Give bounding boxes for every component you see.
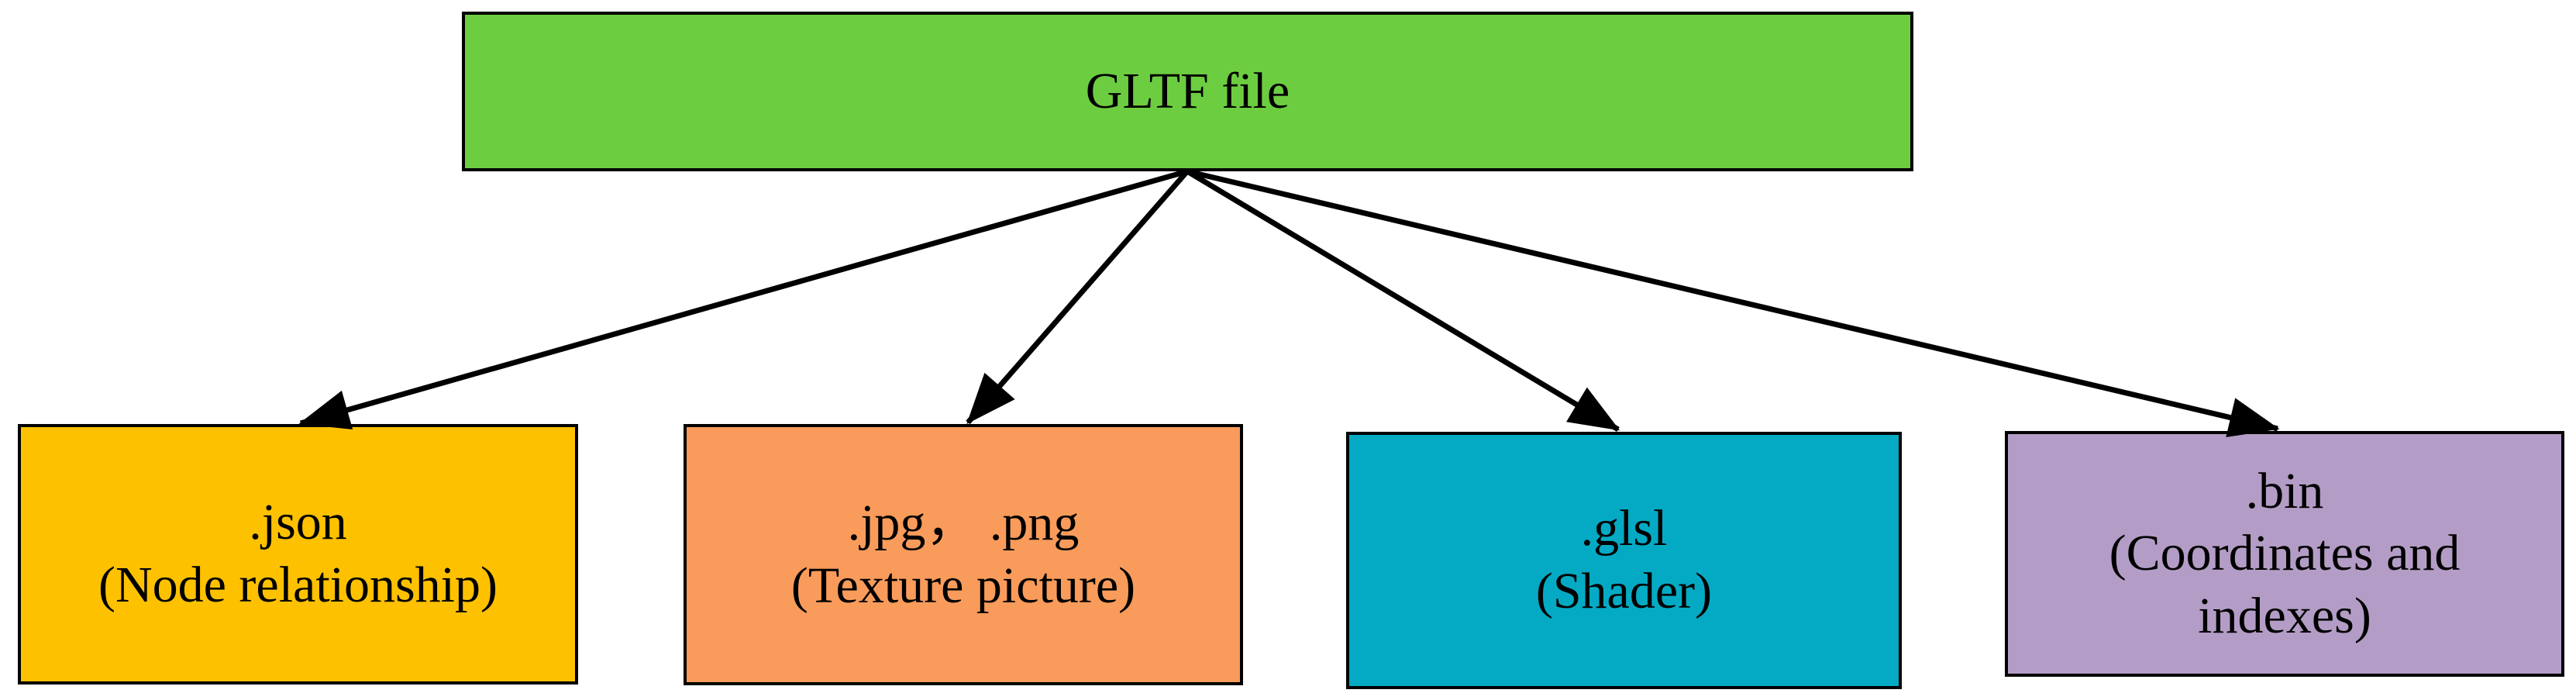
node-gltf-file-label: GLTF file [1085, 62, 1290, 119]
arrow-gltf-to-json [298, 168, 1188, 429]
node-bin: .bin (Coordinates and indexes) [2005, 431, 2564, 677]
node-glsl-label-line2: (Shader) [1535, 563, 1713, 619]
node-bin-label-line2: (Coordinates and [2109, 525, 2461, 582]
node-glsl: .glsl (Shader) [1346, 432, 1902, 689]
arrow-gltf-to-glsl [1186, 168, 1620, 433]
node-json: .json (Node relationship) [18, 424, 578, 684]
node-jpg-png-label-line2: (Texture picture) [790, 557, 1136, 614]
node-jpg-png: .jpg， .png (Texture picture) [684, 424, 1243, 685]
node-gltf-file: GLTF file [462, 12, 1913, 171]
node-json-label-line1: .json [249, 494, 347, 551]
node-bin-label-line3: indexes) [2198, 587, 2371, 644]
arrow-gltf-to-jpg-png [966, 169, 1190, 425]
node-json-label-line2: (Node relationship) [98, 557, 498, 613]
node-jpg-png-label-line1: .jpg， .png [847, 494, 1080, 551]
node-bin-label-line1: .bin [2245, 462, 2324, 519]
node-glsl-label-line1: .glsl [1580, 500, 1668, 557]
arrow-gltf-to-bin [1186, 168, 2280, 437]
